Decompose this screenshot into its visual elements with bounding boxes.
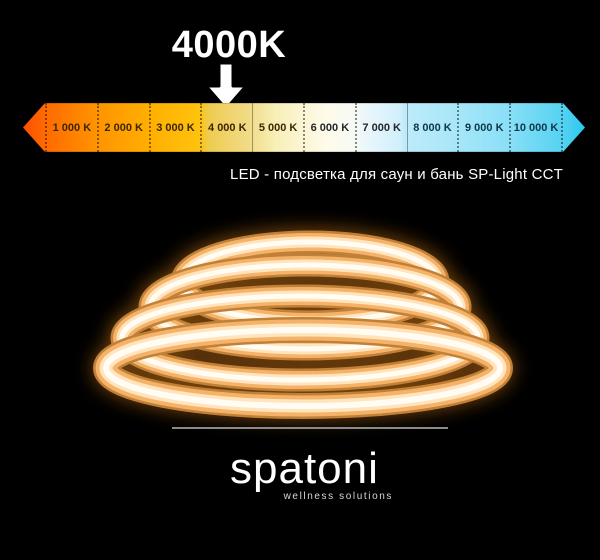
kelvin-scale: 1 000 K 2 000 K 3 000 K 4 000 K 5 000 K … [23, 103, 585, 152]
divider-line [172, 427, 448, 429]
scale-segment-5000k: 5 000 K [253, 103, 305, 152]
scale-segment-label: 6 000 K [310, 121, 350, 134]
coil-ring [93, 317, 513, 419]
brand-tagline: wellness solutions [283, 491, 393, 502]
scale-segment-label: 2 000 K [104, 121, 143, 134]
coil-ring [138, 253, 472, 361]
product-caption: LED - подсветка для саун и бань SP-Light… [230, 166, 563, 183]
scale-segment-label: 3 000 K [156, 121, 195, 134]
scale-segment-4000k: 4 000 K [202, 103, 253, 152]
scale-segment-label: 7 000 K [362, 121, 401, 134]
scale-segment-8000k: 8 000 K [408, 103, 460, 152]
scale-warm-tip [23, 103, 47, 152]
coil-ring [110, 284, 490, 392]
selected-temperature-label: 4000K [171, 24, 287, 66]
scale-segment-3000k: 3 000 K [151, 103, 203, 152]
scale-segment-label: 5 000 K [258, 121, 298, 134]
scale-segment-label: 10 000 K [513, 121, 559, 134]
scale-segment-1000k: 1 000 K [47, 103, 99, 152]
scale-segment-label: 8 000 K [413, 121, 452, 134]
scale-cool-tip [563, 103, 585, 152]
scale-segment-2000k: 2 000 K [99, 103, 151, 152]
scale-segment-label: 9 000 K [465, 121, 504, 134]
coil-ring [170, 230, 450, 334]
brand-wordmark: spatoni [230, 444, 379, 493]
scale-segment-7000k: 7 000 K [357, 103, 408, 152]
scale-segment-9000k: 9 000 K [459, 103, 511, 152]
scale-segment-label: 4 000 K [208, 121, 247, 134]
down-arrow-icon [204, 61, 248, 111]
scale-segment-10000k: 10 000 K [511, 103, 563, 152]
scale-segment-6000k: 6 000 K [305, 103, 357, 152]
scale-segment-label: 1 000 K [52, 121, 92, 134]
